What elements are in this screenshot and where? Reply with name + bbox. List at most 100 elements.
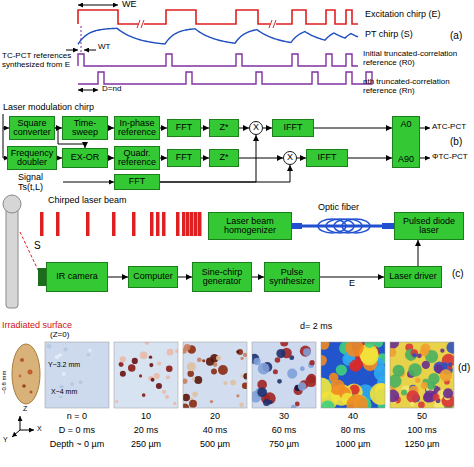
image-frame bbox=[183, 342, 247, 408]
row-value: 60 ms bbox=[250, 426, 318, 436]
node-text: A0 bbox=[400, 120, 411, 129]
node-text: Laser driver bbox=[389, 272, 437, 281]
hot-spot bbox=[197, 357, 202, 362]
hot-spot bbox=[187, 362, 196, 371]
hot-spot bbox=[140, 351, 148, 359]
hot-spot bbox=[309, 360, 314, 365]
hot-spot bbox=[128, 364, 136, 372]
node-text: Quadr. reference bbox=[118, 149, 156, 168]
computer-box: Computer bbox=[128, 266, 178, 288]
hot-spot bbox=[183, 394, 190, 402]
input-label: Signal Ts(t,L) bbox=[18, 173, 60, 193]
hot-spot bbox=[216, 356, 221, 361]
hot-spot bbox=[406, 390, 419, 403]
optic-fiber-line bbox=[292, 225, 394, 228]
hot-spot bbox=[194, 376, 202, 384]
laser-pulse-bar bbox=[112, 212, 116, 236]
image-ground bbox=[252, 342, 316, 408]
hot-spot bbox=[346, 394, 367, 408]
excitation-chirp-wave bbox=[78, 10, 358, 24]
surface-label: Irradiated surface bbox=[2, 321, 72, 331]
photo-spot bbox=[28, 370, 33, 375]
image-frame bbox=[390, 342, 454, 408]
hot-spot bbox=[442, 362, 448, 368]
hot-spot bbox=[175, 349, 178, 352]
node-text: X bbox=[253, 123, 259, 132]
circle-shape bbox=[249, 121, 262, 134]
laser-pulse-bar bbox=[190, 212, 194, 236]
hot-spot bbox=[300, 346, 311, 357]
hot-spot bbox=[240, 357, 243, 360]
hot-spot bbox=[132, 358, 138, 364]
node-text: EX-OR bbox=[71, 153, 100, 162]
logic-box: EX-OR bbox=[62, 148, 108, 168]
hot-spot bbox=[300, 366, 305, 371]
hot-spot bbox=[253, 358, 260, 365]
node-text: Pulse synthesizer bbox=[268, 268, 316, 287]
row-value: 1250 µm bbox=[388, 440, 456, 450]
output-box: A0A90 bbox=[392, 116, 420, 168]
row-value: 30 bbox=[250, 412, 318, 422]
hot-spot bbox=[63, 347, 67, 351]
hot-spot bbox=[422, 361, 430, 369]
bone-shaft bbox=[6, 206, 18, 308]
hot-spot bbox=[276, 349, 285, 358]
dimension: Y~3.2 mm bbox=[47, 361, 81, 369]
fft-box: FFT bbox=[167, 149, 201, 167]
laser-pulse-bar bbox=[40, 212, 44, 236]
reference-wave bbox=[78, 54, 358, 66]
hot-spot bbox=[149, 363, 153, 367]
photothermal-wave bbox=[78, 28, 358, 44]
hot-spot bbox=[79, 380, 83, 384]
node-text: IR camera bbox=[56, 272, 98, 281]
signal-arrow bbox=[320, 277, 384, 278]
hot-spot bbox=[321, 401, 335, 408]
laser-pulse-bar bbox=[150, 212, 154, 236]
hot-spot bbox=[433, 394, 440, 401]
fft-box: FFT bbox=[114, 174, 160, 190]
hot-spot bbox=[142, 393, 146, 397]
node-text: IFFT bbox=[318, 153, 337, 162]
hot-spot bbox=[330, 380, 346, 396]
axis-label: X bbox=[37, 425, 42, 433]
hot-spot bbox=[336, 364, 347, 375]
hot-spot bbox=[184, 344, 191, 351]
hot-spot bbox=[211, 369, 217, 375]
hot-spot bbox=[120, 356, 126, 362]
laser-pulse-bar bbox=[162, 212, 166, 236]
dimension: ~0.8 mm bbox=[1, 370, 8, 394]
delay-label: D=nd bbox=[102, 85, 121, 94]
hot-spot bbox=[242, 382, 247, 389]
panel-letter: (a) bbox=[450, 30, 462, 41]
hot-spot bbox=[401, 390, 407, 396]
hot-spot bbox=[202, 359, 205, 362]
fft-box: FFT bbox=[167, 119, 201, 137]
node-text: Frequency doubler bbox=[11, 149, 54, 168]
hot-spot bbox=[62, 372, 66, 376]
node-text: Computer bbox=[133, 272, 173, 281]
process-box: Time-sweep bbox=[62, 116, 108, 140]
hot-spot bbox=[423, 393, 432, 402]
row-value: 250 µm bbox=[112, 440, 180, 450]
hot-spot bbox=[390, 390, 399, 403]
break-gap bbox=[270, 21, 276, 27]
hot-spot bbox=[440, 348, 444, 352]
signal-arrow bbox=[160, 158, 167, 159]
bone-head bbox=[3, 195, 21, 213]
edge-label: E bbox=[348, 279, 356, 288]
row-value: 20 bbox=[181, 412, 249, 422]
hot-spot bbox=[418, 402, 425, 408]
image-ground bbox=[114, 342, 178, 408]
break-gap bbox=[138, 21, 144, 27]
hot-spot bbox=[192, 391, 198, 397]
row-value: 1000 µm bbox=[319, 440, 387, 450]
node-text: IFFT bbox=[284, 123, 303, 132]
width-label: WE bbox=[122, 0, 137, 10]
hot-spot bbox=[443, 388, 453, 398]
hot-spot bbox=[243, 373, 247, 379]
signal-arrow bbox=[252, 277, 264, 278]
ifft-box: IFFT bbox=[306, 149, 348, 167]
photo-spot bbox=[19, 375, 22, 378]
hot-spot bbox=[55, 355, 59, 359]
